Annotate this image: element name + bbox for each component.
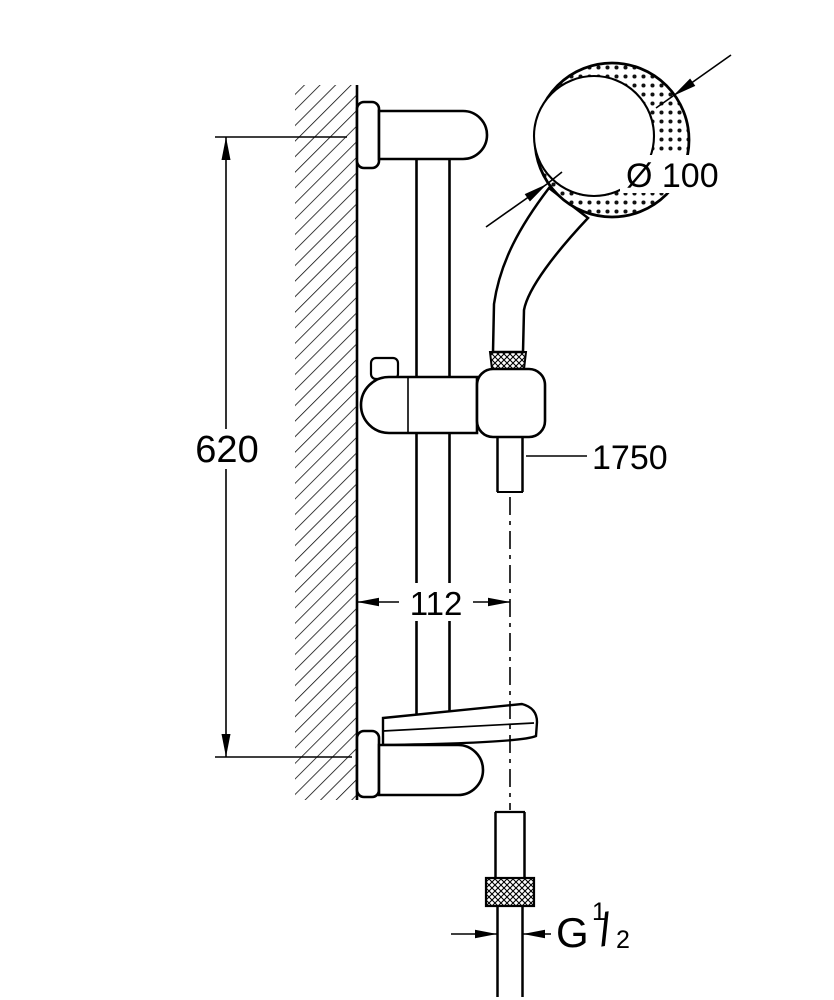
knurled-nut [484,876,536,908]
dim-620-label: 620 [195,429,258,471]
hand-shower [488,61,691,379]
dim-rail-height: 620 [187,136,352,758]
dim-dia-label: Ø 100 [626,157,719,195]
dim-thread-numerator: 1 [592,898,606,926]
dim-112-label: 112 [410,585,463,622]
rail-top-bracket [355,100,489,170]
dim-head-diameter: Ø 100 [485,54,732,228]
dim-wall-offset: 112 [357,583,510,622]
top-bracket-arm [377,109,489,161]
bottom-bracket-arm [377,743,485,797]
handshower-holder-ring [475,367,547,439]
dim-620-label-bg [187,429,267,469]
dim-620-arrow-top [221,137,231,160]
dim-thread-arrow-left [475,929,497,939]
dim-112-label-bg [399,583,473,621]
bottom-bracket-wall-plate [355,729,381,799]
dim-dia-label-bg [620,155,728,193]
wall-section [295,85,359,800]
dim-thread-denominator: 2 [616,926,630,954]
dim-thread: G 1 / 2 [451,898,630,956]
rail-slider-holder [359,356,547,439]
dim-thread-arrow-right [523,929,545,939]
dim-thread-slash: / [595,903,616,956]
soap-dish-rim-line [382,722,535,732]
dim-112-arrow-left [357,597,379,607]
dim-112-arrow-right [488,597,510,607]
wall-hatch [295,85,357,800]
shower-hose-upper [496,437,524,493]
dim-dia-stub-upper [655,95,674,109]
shower-rail [415,150,451,762]
dim-thread-prefix: G [556,909,589,956]
slider-body [359,375,479,435]
dim-hose-length: 1750 [526,439,668,477]
dim-dia-arrow-lower [524,184,547,202]
dim-1750-label: 1750 [592,439,668,477]
dim-dia-arrow-upper [673,78,696,96]
dim-620-arrow-bottom [221,734,231,757]
bottom-bracket-assembly [355,702,539,799]
top-bracket-wall-plate [355,100,381,170]
hose-connector [484,810,536,997]
dim-dia-stub-lower [546,171,563,185]
